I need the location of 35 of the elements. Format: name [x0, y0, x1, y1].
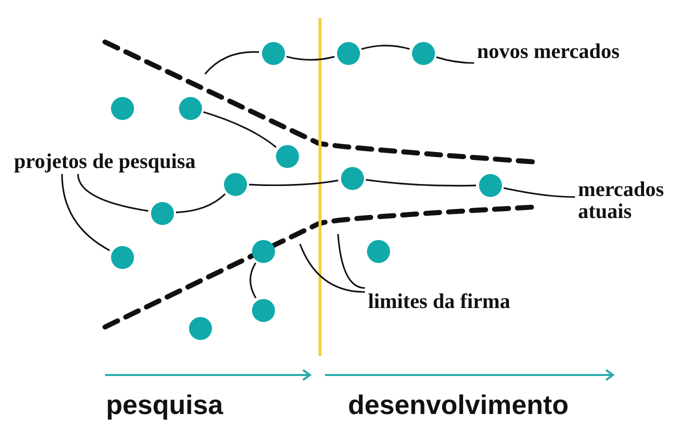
project-dot: [150, 202, 174, 224]
project-dot: [110, 246, 134, 268]
project-dot: [340, 166, 364, 190]
leader-line: [337, 234, 366, 289]
project-dot: [252, 240, 274, 262]
project-dot: [188, 316, 212, 340]
leader-line: [204, 51, 260, 75]
project-dot: [224, 172, 246, 196]
phase-label: desenvolvimento: [348, 390, 569, 421]
project-dot: [336, 42, 360, 64]
connector-line: [361, 44, 410, 50]
market-label: novos mercados: [477, 40, 620, 62]
leader-line: [61, 174, 110, 252]
leader-line: [299, 244, 366, 293]
project-dot: [478, 174, 502, 196]
market-label: mercados atuais: [578, 178, 673, 222]
project-dot: [110, 96, 134, 120]
connector-line: [250, 262, 256, 298]
project-dot: [366, 240, 390, 262]
project-label: projetos de pesquisa: [14, 150, 196, 172]
leader-line: [77, 174, 148, 212]
connector-line: [203, 111, 277, 148]
connector-line: [248, 180, 338, 186]
connector-line: [366, 179, 476, 186]
connector-line: [176, 193, 226, 214]
project-dot: [262, 42, 284, 64]
project-dot: [412, 42, 434, 64]
project-dot: [178, 96, 202, 120]
boundary-label: limites da firma: [368, 290, 510, 312]
project-dot: [276, 144, 298, 168]
leader-line: [436, 56, 474, 64]
phase-label: pesquisa: [106, 390, 224, 421]
leader-line: [504, 187, 576, 198]
connector-line: [286, 56, 335, 61]
project-dot: [252, 298, 274, 322]
